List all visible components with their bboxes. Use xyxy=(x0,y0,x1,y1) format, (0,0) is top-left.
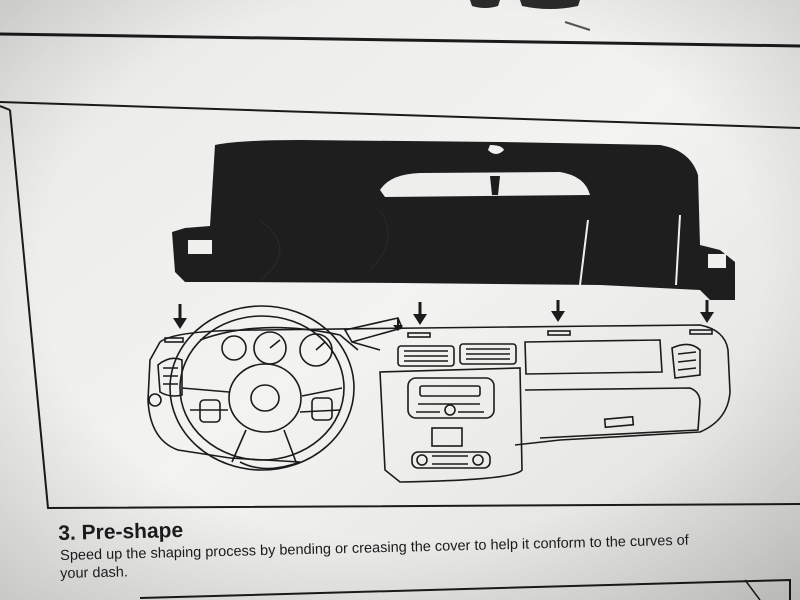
step-description-line-2: your dash. xyxy=(60,564,129,582)
step-title: 3. Pre-shape xyxy=(58,518,184,545)
